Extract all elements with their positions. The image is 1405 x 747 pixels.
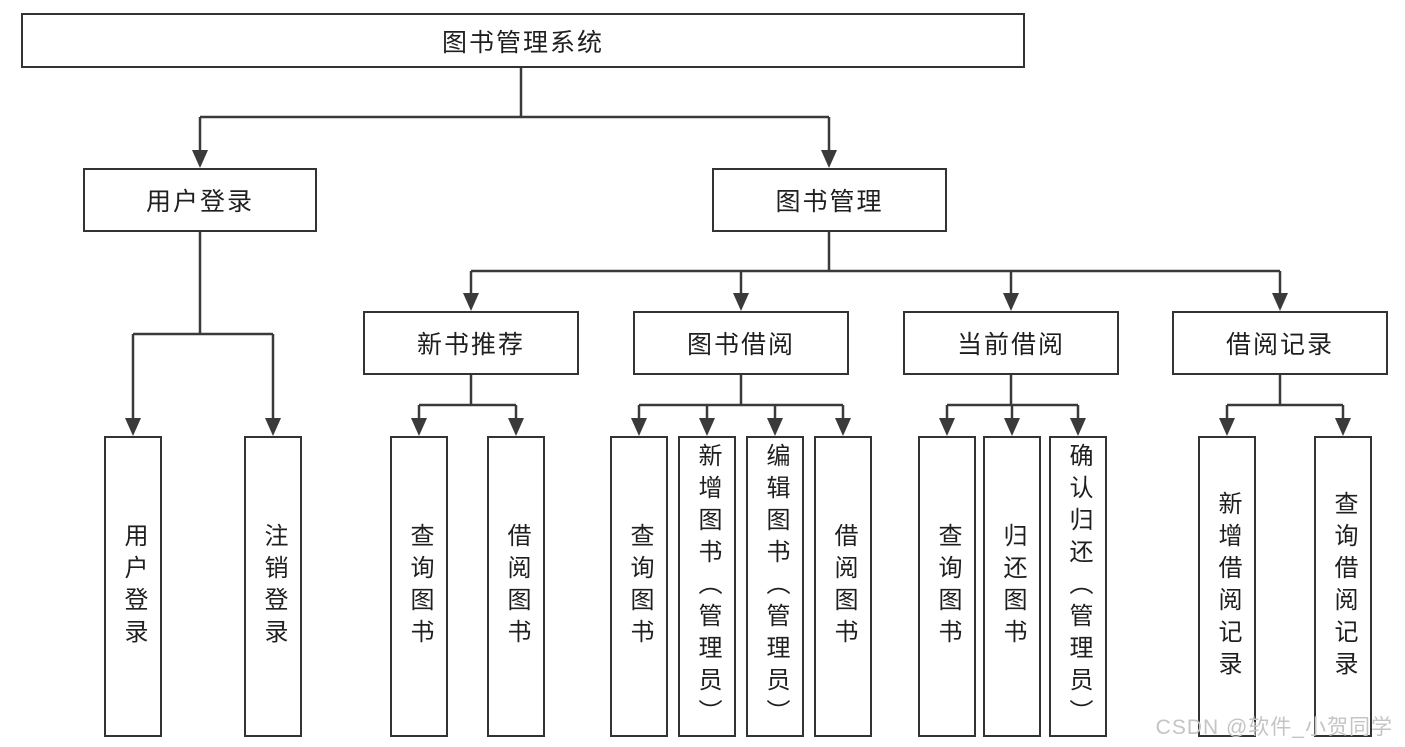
leaf-borrow-book-recommend: 借阅图书 [487,436,545,737]
node-root: 图书管理系统 [21,13,1025,68]
leaf-user-login: 用户登录 [104,436,162,737]
leaf-edit-book-admin: 编辑图书（管理员） [746,436,804,737]
node-book-borrow: 图书借阅 [633,311,849,375]
leaf-confirm-return-admin: 确认归还（管理员） [1049,436,1107,737]
node-current-borrow: 当前借阅 [903,311,1119,375]
leaf-query-borrow-record: 查询借阅记录 [1314,436,1372,737]
connector-user-login-children [125,232,281,436]
node-book-management: 图书管理 [712,168,947,232]
node-borrow-records: 借阅记录 [1172,311,1388,375]
connector-root-to-level1 [192,68,837,168]
leaf-query-book-current: 查询图书 [918,436,976,737]
node-user-login: 用户登录 [83,168,317,232]
connector-borrow-records-children [1219,375,1351,436]
leaf-add-book-admin: 新增图书（管理员） [678,436,736,737]
leaf-borrow-book: 借阅图书 [814,436,872,737]
connector-new-book-children [411,375,524,436]
connector-current-borrow-children [939,375,1086,436]
leaf-query-book-recommend: 查询图书 [390,436,448,737]
leaf-add-borrow-record: 新增借阅记录 [1198,436,1256,737]
watermark: CSDN @软件_小贺同学 [1155,716,1393,739]
leaf-query-book-borrow: 查询图书 [610,436,668,737]
leaf-return-book: 归还图书 [983,436,1041,737]
leaf-logout: 注销登录 [244,436,302,737]
connector-book-management-sections [463,232,1288,311]
connector-book-borrow-children [631,375,851,436]
node-new-book-recommend: 新书推荐 [363,311,579,375]
